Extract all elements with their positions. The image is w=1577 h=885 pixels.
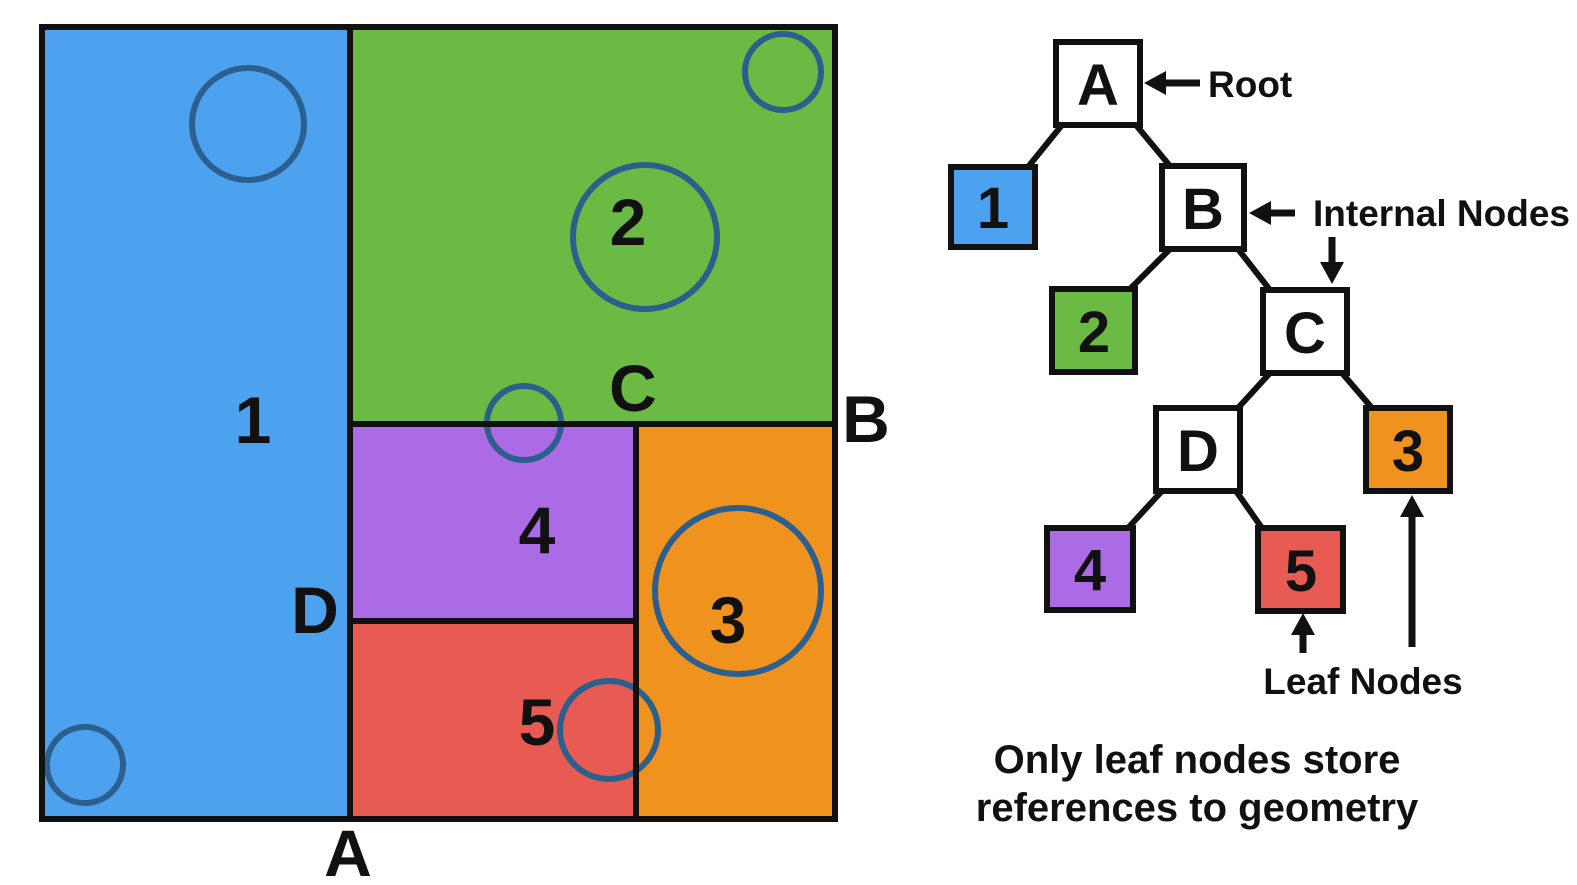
caption-line-1: Only leaf nodes store	[994, 738, 1401, 782]
geometry-circle	[557, 678, 661, 782]
geometry-circle	[44, 724, 126, 806]
tree-node-b-label: B	[1182, 177, 1224, 242]
tree-node-3-box	[1363, 405, 1453, 494]
region-label-5: 5	[519, 685, 556, 759]
geometry-circle	[742, 31, 824, 113]
tree-node-c-box	[1260, 287, 1350, 376]
tree-edge-d-4	[1125, 488, 1165, 531]
geometry-circle	[652, 505, 824, 677]
root-label: Root	[1208, 64, 1292, 105]
internal-nodes-annotation: Internal Nodes	[1249, 193, 1570, 284]
internal-nodes-arrow-head	[1249, 201, 1271, 225]
tree-edge-c-3	[1339, 370, 1375, 411]
geometry-circle	[570, 162, 720, 312]
tree-edge-a-b	[1133, 122, 1173, 169]
internal-nodes-label: Internal Nodes	[1313, 193, 1570, 234]
root-arrow-head	[1144, 71, 1166, 95]
tree-node-b-box	[1159, 163, 1247, 252]
tree-node-1-label: 1	[977, 176, 1009, 241]
internal-nodes-down-arrow-head	[1320, 262, 1344, 284]
root-annotation: Root	[1144, 64, 1292, 105]
region-label-3: 3	[710, 583, 747, 657]
tree-edge-b-2	[1127, 246, 1173, 292]
tree-node-2-box	[1049, 286, 1138, 375]
tree-node-1-box	[948, 164, 1038, 250]
tree-node-5-label: 5	[1285, 539, 1317, 604]
region-label-4: 4	[519, 493, 556, 567]
tree-node-a-label: A	[1077, 53, 1119, 118]
tree-node-4-label: 4	[1074, 538, 1106, 603]
region-5-red	[350, 621, 636, 819]
region-2-green	[350, 27, 835, 424]
region-4-purple	[350, 424, 636, 621]
tree-edge-d-5	[1233, 488, 1265, 531]
tree-node-c-label: C	[1284, 301, 1326, 366]
leaf-arrow-3-head	[1400, 495, 1424, 517]
split-label-c: C	[609, 351, 657, 425]
bvh-tree: A 1 B 2 C D 3 4 5 Root Internal Nodes	[948, 39, 1570, 830]
tree-edge-a-1	[1025, 122, 1065, 170]
caption-line-2: references to geometry	[976, 786, 1419, 830]
split-label-b: B	[842, 382, 890, 456]
split-label-d: D	[291, 573, 339, 647]
tree-node-a-box	[1053, 39, 1143, 128]
caption: Only leaf nodes store references to geom…	[976, 738, 1419, 830]
tree-node-2-label: 2	[1078, 300, 1110, 365]
tree-node-d-box	[1153, 405, 1243, 494]
region-label-1: 1	[235, 383, 272, 457]
region-1-blue	[42, 27, 350, 819]
tree-node-5-box	[1255, 525, 1346, 614]
spatial-partition: 1 2 3 4 5 A B C D	[39, 24, 890, 885]
leaf-nodes-label: Leaf Nodes	[1263, 661, 1462, 702]
tree-node-d-label: D	[1177, 419, 1219, 484]
region-label-2: 2	[610, 185, 647, 259]
split-label-a: A	[324, 816, 372, 885]
tree-node-3-label: 3	[1392, 419, 1424, 484]
tree-edge-b-c	[1235, 246, 1273, 293]
tree-edge-c-d	[1235, 370, 1273, 411]
geometry-circle	[189, 65, 307, 183]
tree-node-4-box	[1044, 525, 1136, 613]
region-3-orange	[636, 424, 835, 819]
leaf-nodes-annotation: Leaf Nodes	[1263, 495, 1463, 702]
leaf-arrow-5-head	[1291, 613, 1315, 635]
